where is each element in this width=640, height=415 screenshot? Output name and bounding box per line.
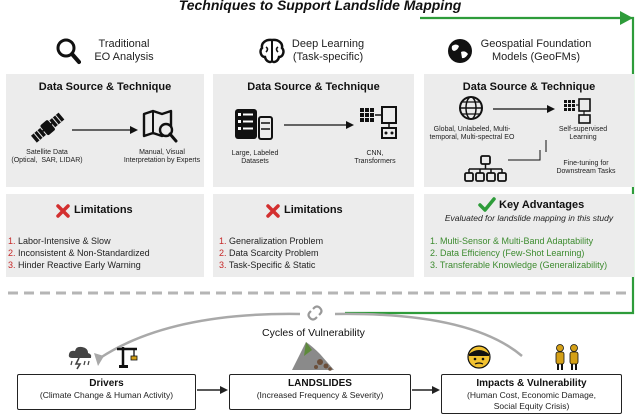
list-item: 2. Data Efficiency (Few-Shot Learning) [430, 248, 585, 258]
advantages-subtitle: Evaluated for landslide mapping in this … [444, 213, 614, 223]
arrow-finetune [545, 140, 547, 152]
node-subtitle: (Increased Frequency & Severity) [256, 390, 384, 400]
heading-deep-learning: Deep Learning (Task-specific) [291, 38, 365, 63]
node-landslides: LANDSLIDES (Increased Frequency & Severi… [229, 374, 411, 410]
list-item: 1. Multi-Sensor & Multi-Band Adaptabilit… [430, 236, 594, 246]
crane-icon [117, 347, 138, 368]
neural-net-icon [360, 106, 397, 139]
globe-network-icon [459, 96, 483, 120]
node-title: Drivers [89, 378, 124, 389]
list-item: 3. Task-Specific & Static [219, 260, 316, 270]
panel-title-deep-learning: Data Source & Technique [247, 81, 380, 93]
search-icon [56, 38, 81, 64]
broken-link-icon [306, 304, 324, 322]
label-manual-interpretation: Manual, Visual Interpretation by Experts [123, 149, 201, 164]
node-impacts: Impacts & Vulnerability (Human Cost, Eco… [441, 374, 622, 414]
list-item: 2. Inconsistent & Non-Standardized [8, 248, 150, 258]
list-item: 3. Transferable Knowledge (Generalizabil… [430, 260, 608, 270]
person-icon [467, 345, 491, 369]
advantages-box-geofm [424, 194, 634, 277]
cross-icon-2 [266, 204, 280, 218]
advantages-title-geofm: Key Advantages [499, 199, 585, 211]
finetune-connector [508, 150, 541, 161]
panel-geofm [424, 74, 634, 187]
label-cnn-transformers: CNN, Transformers [354, 150, 396, 165]
check-icon [478, 197, 496, 212]
brain-icon [259, 38, 285, 64]
node-subtitle: (Human Cost, Economic Damage, Social Equ… [467, 390, 596, 411]
landslide-icon [292, 342, 334, 371]
label-global-unlabeled: Global, Unlabeled, Multi- temporal, Mult… [429, 126, 515, 141]
list-item: 2. Data Scarcity Problem [219, 248, 319, 258]
heading-traditional: Traditional EO Analysis [94, 38, 154, 63]
database-icon [235, 109, 273, 140]
node-title: Impacts & Vulnerability [476, 378, 587, 389]
node-subtitle: (Climate Change & Human Activity) [39, 390, 174, 400]
list-item: 1. Generalization Problem [219, 236, 324, 246]
tree-network-icon [464, 155, 507, 182]
list-item: 1. Labor-Intensive & Slow [8, 236, 111, 246]
arrow-traditional [72, 126, 138, 134]
limitations-title-traditional: Limitations [74, 204, 133, 216]
label-labeled-datasets: Large, Labeled Datasets [231, 150, 279, 165]
limitations-list-deep-learning: 1. Generalization Problem 2. Data Scarci… [219, 235, 409, 271]
limitations-box-deep-learning [213, 194, 414, 277]
advantages-list-geofm: 1. Multi-Sensor & Multi-Band Adaptabilit… [430, 235, 630, 271]
satellite-icon [30, 112, 65, 143]
cycle-label: Cycles of Vulnerability [262, 327, 365, 339]
arrow-geofm [493, 105, 555, 113]
label-satellite-data: Satellite Data (Optical, SAR, LIDAR) [11, 149, 83, 164]
node-title: LANDSLIDES [288, 378, 352, 389]
panel-title-geofm: Data Source & Technique [462, 81, 596, 93]
arrow-deep-learning [284, 121, 354, 129]
page-title: Techniques to Support Landslide Mapping [178, 0, 462, 13]
label-finetuning: Fine-tuning for Downstream Tasks [556, 160, 616, 175]
cross-icon [56, 204, 70, 218]
map-search-icon [142, 109, 178, 143]
list-item: 3. Hinder Reactive Early Warning [8, 260, 141, 270]
limitations-box-traditional [6, 194, 204, 277]
limitations-list-traditional: 1. Labor-Intensive & Slow 2. Inconsisten… [8, 235, 203, 271]
globe-icon [448, 39, 472, 63]
neural-net-icon-2 [564, 98, 591, 124]
people-icon [555, 344, 579, 370]
storm-icon [68, 346, 92, 370]
heading-geofm: Geospatial Foundation Models (GeoFMs) [480, 38, 592, 63]
label-self-supervised: Self-supervised Learning [558, 126, 608, 141]
node-drivers: Drivers (Climate Change & Human Activity… [17, 374, 196, 410]
limitations-title-deep-learning: Limitations [284, 204, 343, 216]
panel-title-traditional: Data Source & Technique [38, 81, 172, 93]
